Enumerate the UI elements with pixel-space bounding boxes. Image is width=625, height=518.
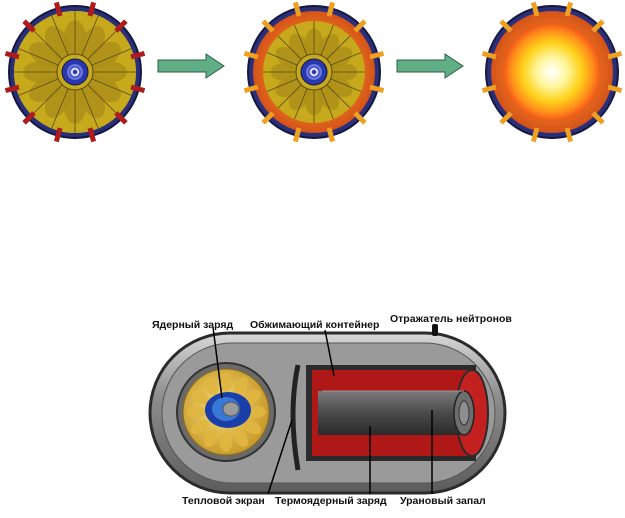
detonator: [243, 50, 259, 60]
segment-line: [277, 84, 302, 109]
initiator-core: [72, 69, 78, 75]
label-compression-container: Обжимающий контейнер: [250, 319, 379, 331]
detonator: [22, 111, 36, 125]
label-neutron-reflector: Отражатель нейтронов: [390, 313, 512, 325]
segment-line: [91, 48, 132, 66]
detonator: [4, 50, 20, 60]
detonator: [87, 127, 97, 143]
segment-line: [81, 88, 99, 129]
detonator: [53, 1, 63, 17]
segment-line: [294, 24, 308, 56]
detonator: [369, 50, 385, 60]
implosion-stage-compressing: [243, 1, 385, 143]
primary-lens-petal: [220, 432, 232, 452]
segment-line: [326, 35, 351, 60]
detonator: [292, 1, 302, 17]
segment-line: [31, 28, 63, 60]
segment-line: [326, 84, 351, 109]
segment-line: [51, 15, 69, 56]
detonator: [353, 19, 367, 33]
segment-line: [51, 88, 69, 129]
detonator: [353, 111, 367, 125]
label-heat-shield: Тепловой экран: [182, 495, 265, 507]
thermonuclear-fuel: [318, 391, 464, 435]
detonator: [481, 50, 497, 60]
label-nuclear-charge: Ядерный заряд: [152, 319, 233, 331]
primary-lens-petal: [233, 376, 249, 396]
detonator: [530, 1, 540, 17]
segment-line: [266, 52, 298, 66]
segment-line: [277, 35, 302, 60]
detonator: [114, 19, 128, 33]
heat-shield: [290, 364, 301, 471]
implosion-stage-ignition: [481, 1, 623, 143]
primary-lens-petal: [233, 428, 249, 448]
detonator: [499, 19, 513, 33]
label-thermonuclear-charge: Термоядерный заряд: [275, 495, 387, 507]
primary-lens-petal: [220, 372, 232, 392]
uranium-spark-plug: [458, 400, 470, 426]
primary-lens-petal: [242, 419, 262, 435]
segment-line: [18, 48, 59, 66]
bomb-diagram: Ядерный заряд Обжимающий контейнер Отраж…: [148, 313, 512, 507]
initiator-core: [311, 69, 317, 75]
detonator: [530, 127, 540, 143]
detonator: [591, 19, 605, 33]
segment-line: [91, 78, 132, 96]
segment-line: [320, 88, 334, 120]
detonator: [130, 84, 146, 94]
segment-line: [31, 84, 63, 116]
detonator: [326, 127, 336, 143]
leader-lines: [212, 326, 433, 495]
detonator: [87, 1, 97, 17]
primary-charge: [176, 362, 276, 462]
detonator: [591, 111, 605, 125]
detonator: [292, 127, 302, 143]
detonator: [326, 1, 336, 17]
detonator: [114, 111, 128, 125]
primary-lens-petal: [190, 389, 210, 405]
segment-line: [18, 78, 59, 96]
primary-lens-petal: [203, 376, 219, 396]
fireball: [503, 23, 601, 121]
segment-line: [87, 84, 119, 116]
detonator: [4, 84, 20, 94]
detonator: [481, 84, 497, 94]
secondary-charge: [306, 365, 489, 461]
segment-line: [81, 15, 99, 56]
primary-lens-petal: [190, 419, 210, 435]
sequence-arrow-2: [396, 53, 464, 79]
detonator: [607, 84, 623, 94]
segment-line: [330, 52, 362, 66]
segment-line: [294, 88, 308, 120]
segment-line: [330, 78, 362, 92]
detonator: [369, 84, 385, 94]
primary-lens-petal: [203, 428, 219, 448]
detonator: [53, 127, 63, 143]
segment-line: [87, 28, 119, 60]
implosion-stage-initial: [4, 1, 146, 143]
detonator: [261, 111, 275, 125]
primary-lens-petal: [246, 406, 266, 418]
detonator: [607, 50, 623, 60]
sequence-arrow-1: [157, 53, 225, 79]
segment-line: [266, 78, 298, 92]
detonator: [261, 19, 275, 33]
lens-petal: [87, 42, 121, 69]
detonator: [564, 127, 574, 143]
detonator: [130, 50, 146, 60]
detonator: [499, 111, 513, 125]
reflector-marker: [432, 324, 438, 336]
detonator: [22, 19, 36, 33]
lens-petal: [324, 46, 353, 70]
label-uranium-fuse: Урановый запал: [400, 495, 486, 507]
primary-lens-petal: [186, 406, 206, 418]
detonator: [243, 84, 259, 94]
segment-line: [320, 24, 334, 56]
detonator: [564, 1, 574, 17]
